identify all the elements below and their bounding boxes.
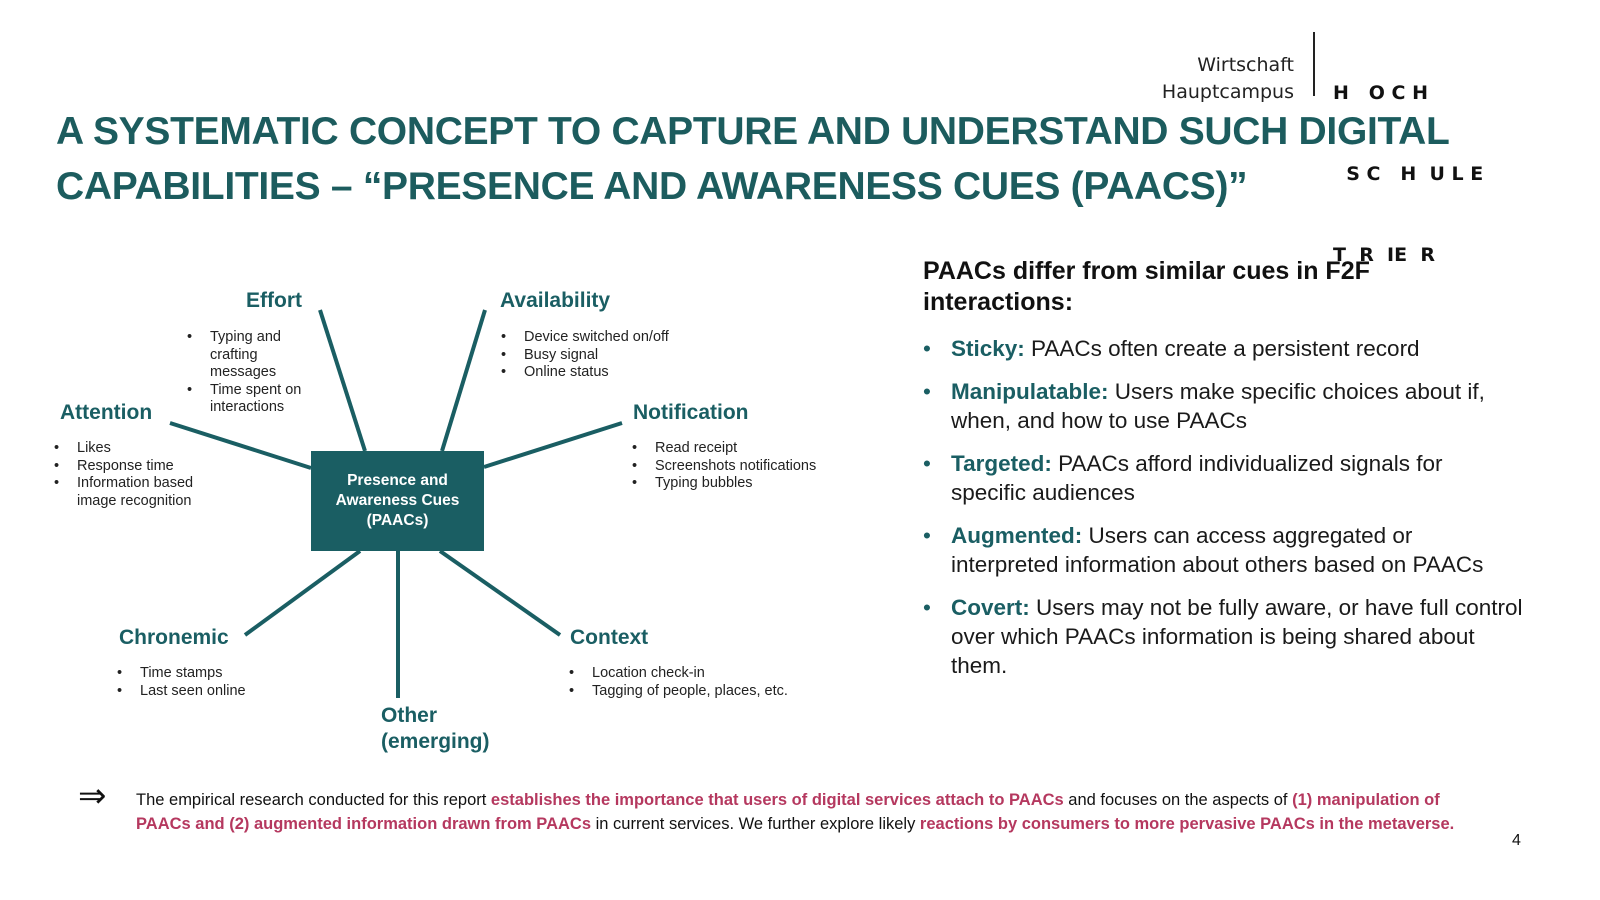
node-context: Context	[570, 626, 649, 649]
highlight: (1) manipulation of PAACs and (2) augmen…	[136, 791, 1440, 833]
list-item: Time spent on interactions	[187, 382, 327, 417]
text: The empirical research conducted for thi…	[136, 791, 491, 809]
campus-line: Hauptcampus	[1161, 81, 1294, 103]
node-availability: Availability	[500, 289, 611, 312]
faculty-line: Wirtschaft	[1197, 54, 1294, 76]
highlight: reactions by consumers to more pervasive…	[919, 815, 1455, 833]
comparison-heading: PAACs differ from similar cues in F2F in…	[923, 257, 1370, 316]
list-item: Augmented: Users can access aggregated o…	[923, 521, 1523, 579]
list-item: Read receipt	[632, 440, 872, 458]
notification-list: Read receipt Screenshots notifications T…	[632, 440, 872, 493]
node-other: Other (emerging)	[381, 704, 490, 753]
list-item: Covert: Users may not be fully aware, or…	[923, 593, 1523, 680]
university-logo: H O C H S C H U L E T R IE R	[1333, 26, 1483, 296]
list-item: Information based image recognition	[54, 475, 214, 510]
term: Sticky:	[951, 336, 1025, 361]
faculty-label: Wirtschaft Hauptcampus	[1162, 52, 1294, 106]
description: PAACs often create a persistent record	[1024, 336, 1420, 361]
list-item: Time stamps	[117, 665, 317, 683]
chronemic-list: Time stamps Last seen online	[117, 665, 317, 700]
connector-chronemic	[243, 549, 362, 637]
logo-line: S C H U L E	[1333, 163, 1484, 185]
text: and focuses on the aspects of	[1063, 791, 1293, 809]
term: Targeted:	[951, 451, 1052, 476]
list-item: Response time	[54, 458, 214, 476]
logo-divider	[1313, 32, 1315, 96]
list-item: Typing bubbles	[632, 475, 872, 493]
list-item: Device switched on/off	[501, 329, 721, 347]
comparison-list: Sticky: PAACs often create a persistent …	[923, 334, 1523, 694]
context-list: Location check-in Tagging of people, pla…	[569, 665, 829, 700]
connector-context	[438, 549, 562, 637]
list-item: Manipulatable: Users make specific choic…	[923, 377, 1523, 435]
list-item: Location check-in	[569, 665, 829, 683]
highlight: establishes the importance that users of…	[490, 791, 1064, 809]
term: Manipulatable:	[951, 379, 1109, 404]
term: Augmented:	[951, 523, 1083, 548]
list-item: Online status	[501, 364, 721, 382]
center-node: Presence and Awareness Cues (PAACs)	[311, 451, 484, 551]
list-item: Likes	[54, 440, 214, 458]
list-item: Busy signal	[501, 347, 721, 365]
list-item: Tagging of people, places, etc.	[569, 683, 829, 701]
connector-attention	[169, 421, 312, 470]
effort-list: Typing and crafting messages Time spent …	[187, 329, 327, 417]
attention-list: Likes Response time Information based im…	[54, 440, 214, 510]
logo-line: T R IE R	[1333, 244, 1435, 266]
page-number: 4	[1512, 832, 1521, 849]
node-attention: Attention	[60, 401, 153, 424]
connector-availability	[440, 309, 487, 452]
description: PAACs afford individualized signals for …	[951, 451, 1443, 505]
list-item: Last seen online	[117, 683, 317, 701]
node-chronemic: Chronemic	[119, 626, 229, 649]
connector-notification	[483, 421, 623, 469]
list-item: Typing and crafting messages	[187, 329, 327, 382]
connector-effort	[318, 309, 367, 452]
list-item: Sticky: PAACs often create a persistent …	[923, 334, 1523, 363]
implies-arrow-icon: ⇒	[78, 777, 107, 815]
text: in current services. We further explore …	[591, 815, 920, 833]
conclusion-text: The empirical research conducted for thi…	[136, 788, 1496, 836]
node-effort: Effort	[246, 289, 302, 312]
description: Users make specific choices about if, wh…	[951, 379, 1485, 433]
availability-list: Device switched on/off Busy signal Onlin…	[501, 329, 721, 382]
slide-title: A SYSTEMATIC CONCEPT TO CAPTURE AND UNDE…	[56, 110, 1449, 208]
list-item: Screenshots notifications	[632, 458, 872, 476]
logo-line: H O C H	[1333, 82, 1428, 104]
term: Covert:	[951, 595, 1030, 620]
description: Users can access aggregated or interpret…	[951, 523, 1484, 577]
description: Users may not be fully aware, or have fu…	[951, 595, 1523, 678]
list-item: Targeted: PAACs afford individualized si…	[923, 449, 1523, 507]
node-notification: Notification	[633, 401, 749, 424]
